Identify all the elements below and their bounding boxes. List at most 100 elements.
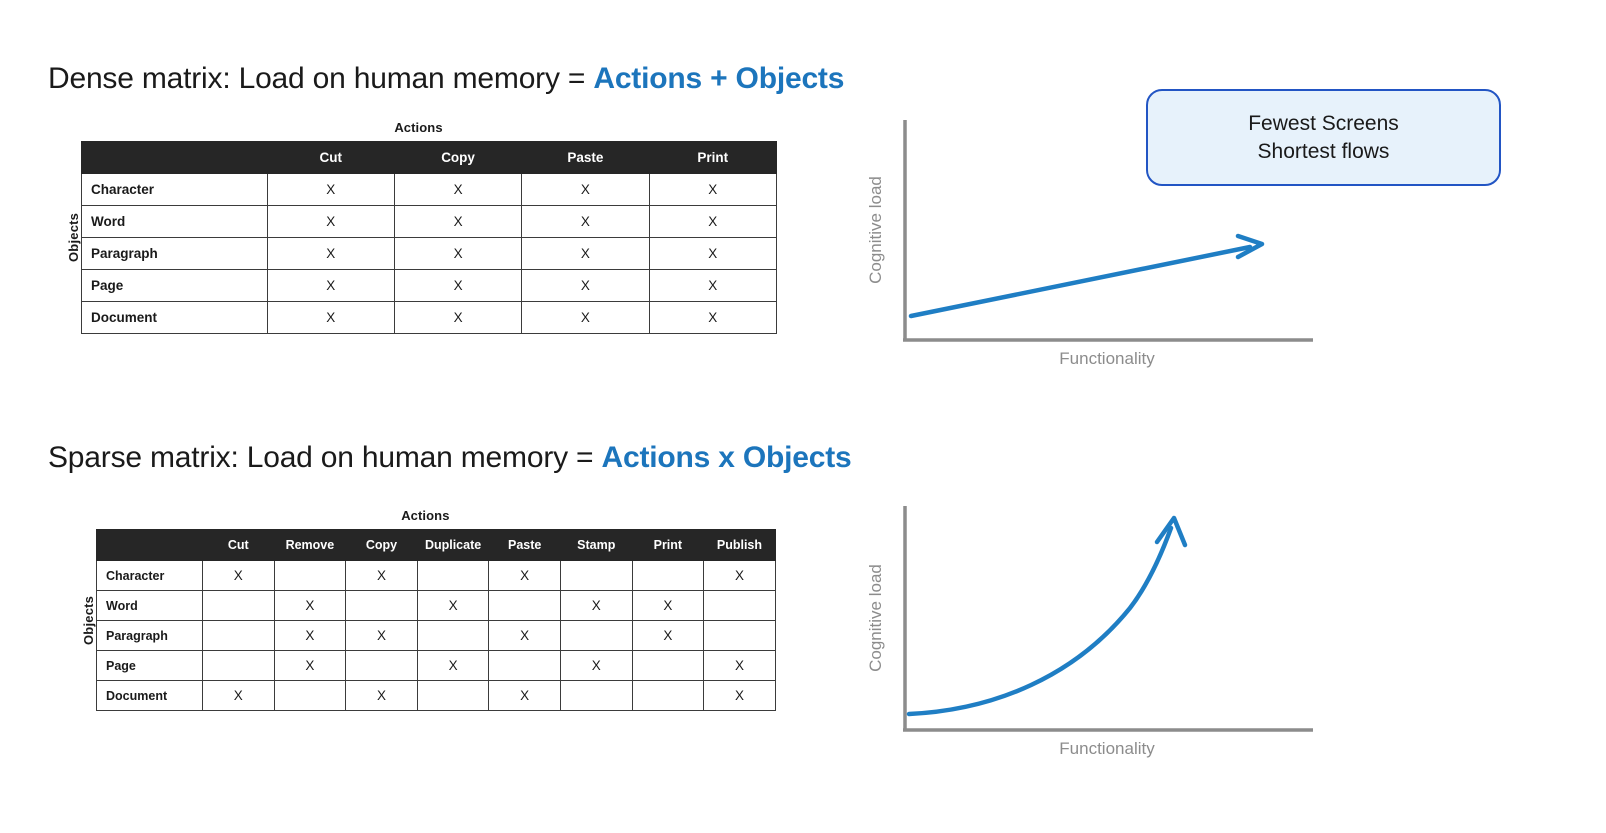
dense-table-body: Character X X X X Word X X X X Paragraph… — [81, 173, 778, 334]
sparse-cell — [631, 680, 705, 711]
dense-x-axis-label: Functionality — [1059, 349, 1155, 368]
sparse-cell — [273, 680, 347, 711]
dense-cognitive-load-chart: Cognitive load Functionality — [845, 108, 1315, 378]
sparse-cell — [488, 650, 561, 681]
sparse-x-axis-label: Functionality — [1059, 739, 1155, 758]
callout-line-1: Fewest Screens — [1248, 112, 1399, 136]
dense-trend-line — [908, 244, 1253, 319]
sparse-cell: X — [631, 620, 705, 651]
sparse-cell: X — [488, 560, 561, 591]
sparse-row-label: Character — [96, 560, 203, 591]
dense-cell: X — [393, 205, 523, 238]
table-row: Document X X X X — [81, 301, 778, 334]
table-row: Paragraph X X X X — [81, 237, 778, 270]
dense-cell: X — [266, 301, 395, 334]
dense-cell: X — [393, 301, 523, 334]
dense-cell: X — [648, 269, 778, 302]
sparse-row-label: Page — [96, 650, 203, 681]
dense-cell: X — [266, 205, 395, 238]
sparse-cell — [202, 650, 275, 681]
dense-row-label: Page — [81, 269, 268, 302]
sparse-cell — [631, 560, 705, 591]
sparse-row-label: Paragraph — [96, 620, 203, 651]
sparse-cell: X — [416, 590, 490, 621]
dense-row-label: Character — [81, 173, 268, 206]
sparse-actions-caption: Actions — [401, 508, 450, 523]
table-row: Paragraph X X X X — [96, 620, 776, 651]
dense-col-header: Cut — [266, 141, 395, 174]
callout-box: Fewest Screens Shortest flows — [1146, 89, 1501, 186]
dense-col-header: Copy — [393, 141, 523, 174]
dense-cell: X — [648, 205, 778, 238]
sparse-col-header: Cut — [202, 529, 275, 561]
dense-header-row: Cut Copy Paste Print — [81, 141, 778, 174]
sparse-cell — [345, 650, 418, 681]
dense-matrix-table: Cut Copy Paste Print Character X X X X W… — [81, 141, 778, 334]
sparse-cell: X — [559, 590, 633, 621]
dense-cell: X — [266, 237, 395, 270]
sparse-cell: X — [631, 590, 705, 621]
dense-table-head: Cut Copy Paste Print — [81, 141, 778, 174]
table-row: Page X X X X — [81, 269, 778, 302]
sparse-col-header: Paste — [488, 529, 561, 561]
sparse-row-label: Document — [96, 680, 203, 711]
title-dense-accent: Actions + Objects — [593, 62, 845, 95]
table-row: Word X X X X — [81, 205, 778, 238]
dense-chart-svg: Cognitive load Functionality — [866, 120, 1313, 368]
sparse-header-row: Cut Remove Copy Duplicate Paste Stamp Pr… — [96, 529, 776, 561]
sparse-cell: X — [488, 680, 561, 711]
dense-cell: X — [648, 173, 778, 206]
page-title-sparse: Sparse matrix: Load on human memory = Ac… — [48, 441, 852, 475]
dense-cell: X — [521, 237, 650, 270]
sparse-y-axis-label: Cognitive load — [866, 564, 885, 672]
sparse-cognitive-load-chart: Cognitive load Functionality — [845, 498, 1315, 763]
sparse-matrix-table: Cut Remove Copy Duplicate Paste Stamp Pr… — [96, 529, 776, 711]
sparse-cell — [559, 620, 633, 651]
title-sparse-prefix: Sparse matrix: Load on human memory = — [48, 441, 602, 474]
sparse-cell — [416, 620, 490, 651]
sparse-cell — [559, 680, 633, 711]
sparse-objects-caption: Objects — [81, 595, 96, 645]
sparse-cell — [488, 590, 561, 621]
sparse-cell: X — [703, 650, 776, 681]
sparse-cell: X — [202, 680, 275, 711]
sparse-cell: X — [345, 680, 418, 711]
sparse-col-header: Publish — [703, 529, 776, 561]
dense-cell: X — [648, 237, 778, 270]
dense-corner-cell — [81, 141, 268, 174]
dense-cell: X — [393, 237, 523, 270]
sparse-cell: X — [416, 650, 490, 681]
sparse-cell: X — [273, 590, 347, 621]
dense-objects-caption: Objects — [66, 212, 81, 263]
dense-cell: X — [393, 173, 523, 206]
title-dense-prefix: Dense matrix: Load on human memory = — [48, 62, 594, 95]
sparse-table-head: Cut Remove Copy Duplicate Paste Stamp Pr… — [96, 529, 776, 561]
sparse-cell — [202, 620, 275, 651]
sparse-cell — [703, 620, 776, 651]
sparse-cell: X — [703, 560, 776, 591]
sparse-cell: X — [703, 680, 776, 711]
dense-y-axis-label: Cognitive load — [866, 176, 885, 284]
sparse-corner-cell — [96, 529, 203, 561]
table-row: Character X X X X — [96, 560, 776, 591]
sparse-trend-curve — [906, 525, 1174, 717]
dense-cell: X — [521, 173, 650, 206]
dense-row-label: Paragraph — [81, 237, 268, 270]
dense-cell: X — [521, 301, 650, 334]
sparse-cell: X — [345, 560, 418, 591]
sparse-chart-svg: Cognitive load Functionality — [866, 506, 1313, 758]
sparse-cell — [416, 560, 490, 591]
sparse-col-header: Print — [631, 529, 705, 561]
sparse-cell — [273, 560, 347, 591]
dense-col-header: Print — [648, 141, 778, 174]
table-row: Page X X X X — [96, 650, 776, 681]
dense-cell: X — [521, 269, 650, 302]
table-row: Document X X X X — [96, 680, 776, 711]
dense-arrow-head-icon — [1235, 233, 1265, 260]
sparse-col-header: Copy — [345, 529, 418, 561]
dense-row-label: Document — [81, 301, 268, 334]
sparse-cell — [416, 680, 490, 711]
table-row: Word X X X X — [96, 590, 776, 621]
sparse-cell — [202, 590, 275, 621]
sparse-cell — [631, 650, 705, 681]
